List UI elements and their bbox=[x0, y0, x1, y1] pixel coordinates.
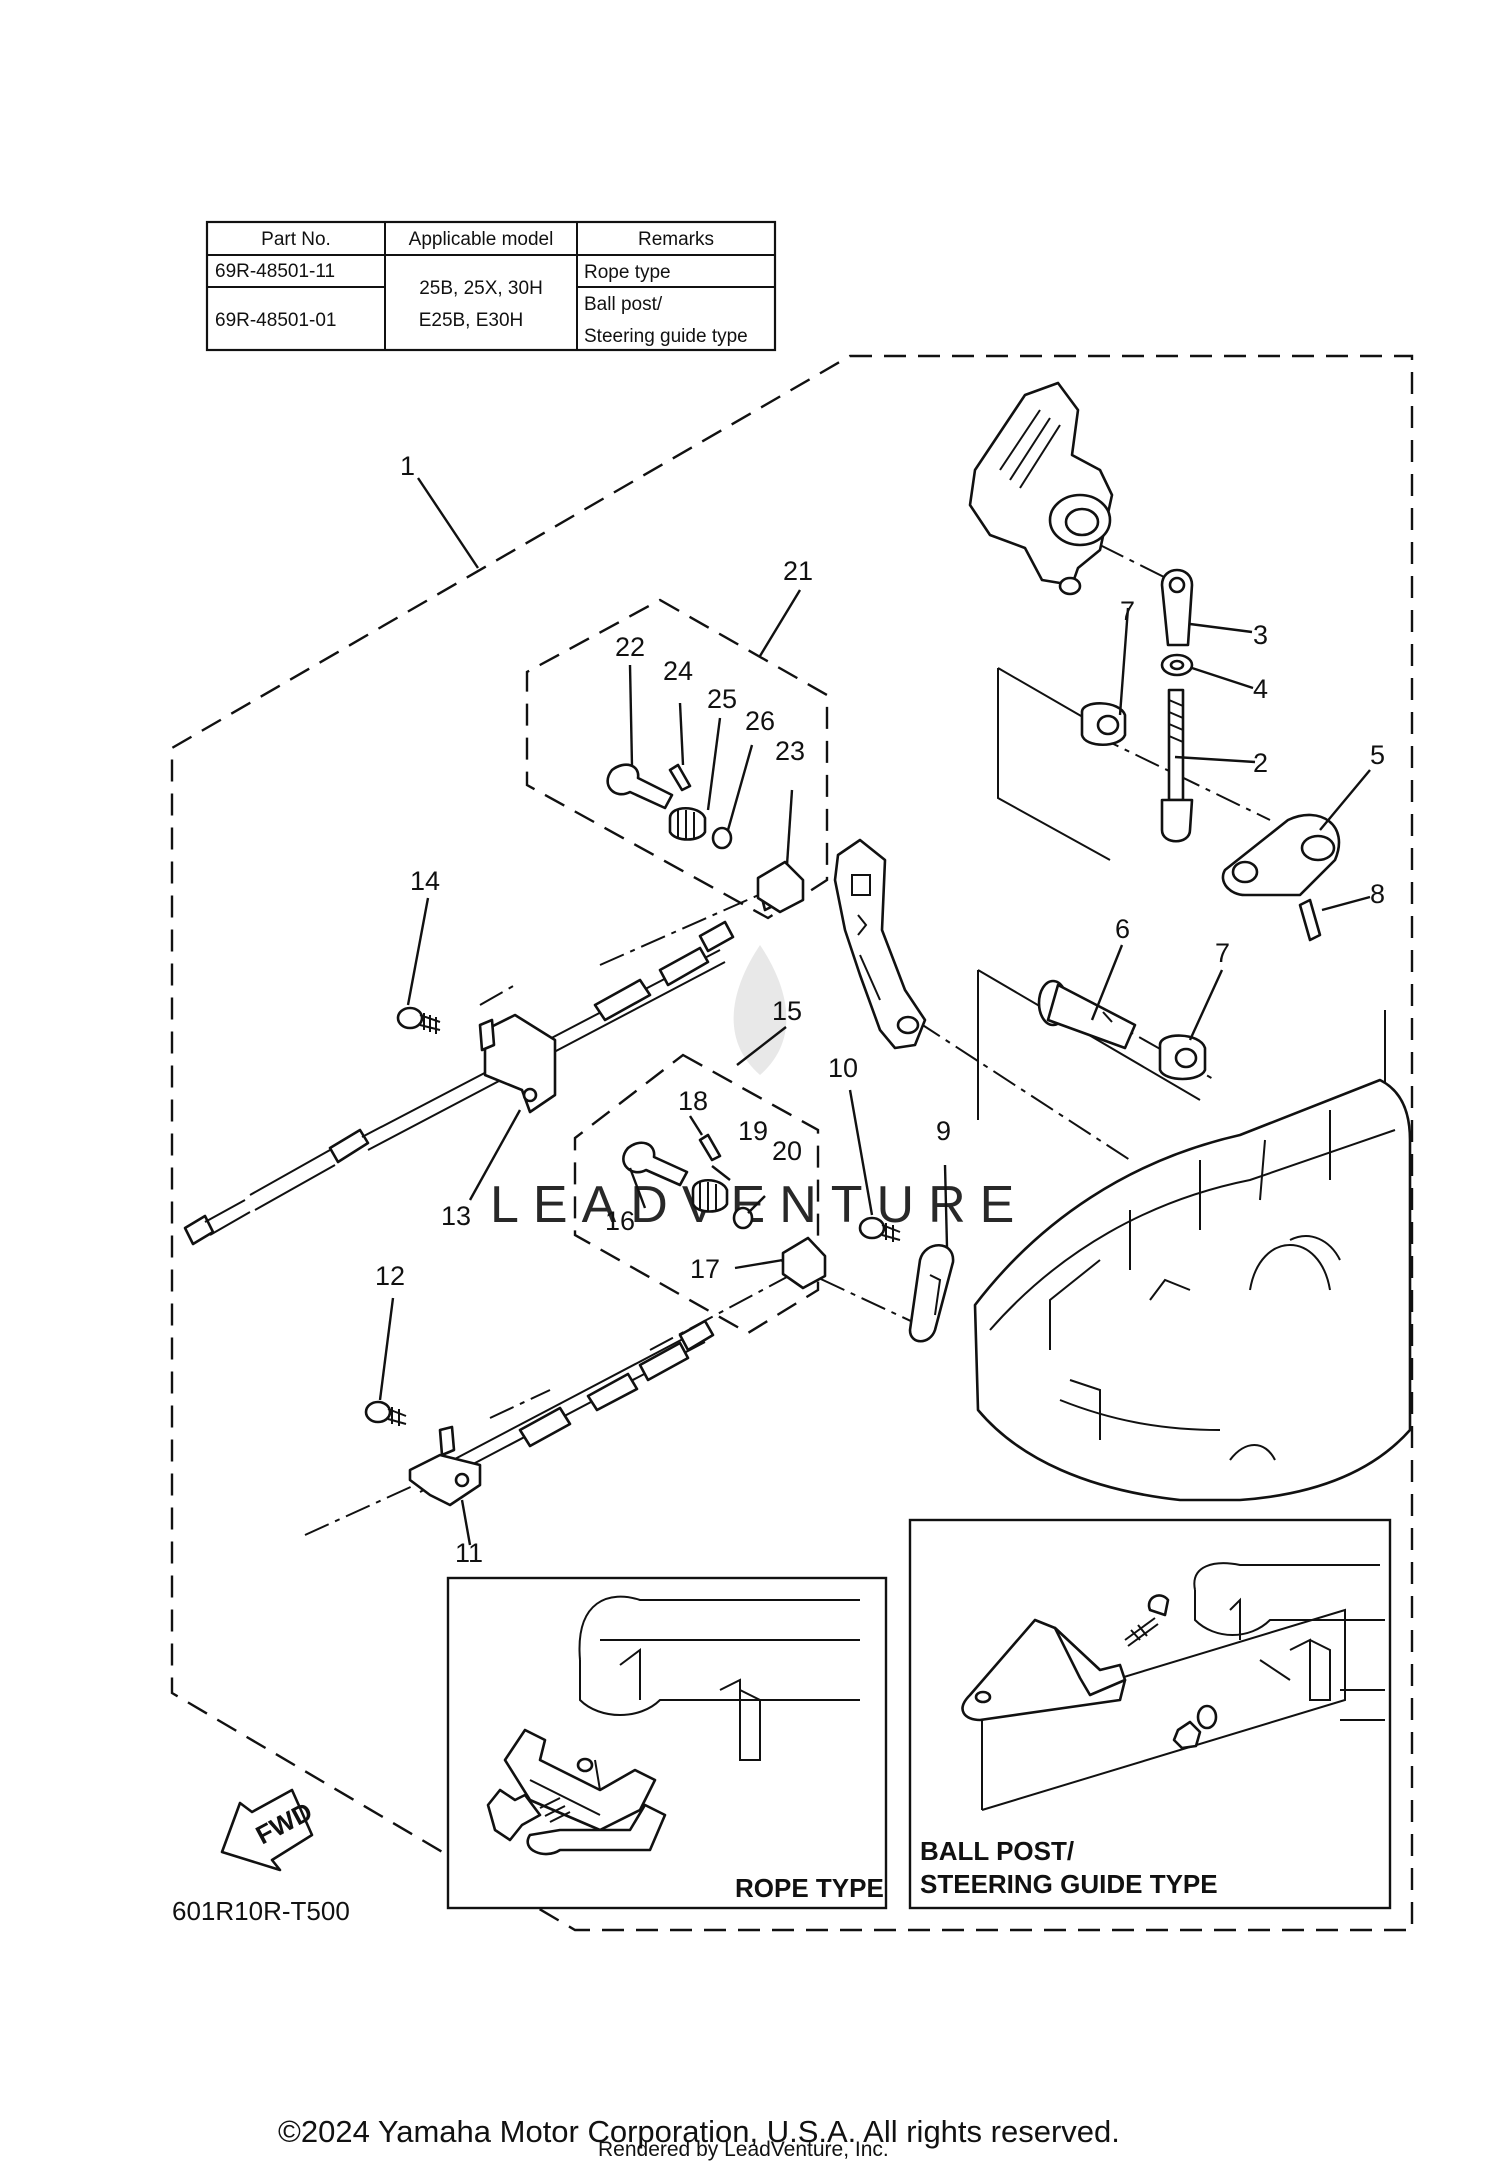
callout-17: 17 bbox=[690, 1254, 720, 1284]
callout-8: 8 bbox=[1370, 879, 1385, 909]
table-cell-part-no-1: 69R-48501-11 bbox=[215, 261, 335, 282]
callout-10: 10 bbox=[828, 1053, 858, 1083]
callout-14: 14 bbox=[410, 866, 440, 896]
callout-21: 21 bbox=[783, 556, 813, 586]
callout-12: 12 bbox=[375, 1261, 405, 1291]
callout-20: 20 bbox=[772, 1136, 802, 1166]
ball-post-label-2: STEERING GUIDE TYPE bbox=[920, 1869, 1218, 1899]
callout-24: 24 bbox=[663, 656, 693, 686]
callout-13: 13 bbox=[441, 1201, 471, 1231]
link-rod-assembly bbox=[1160, 568, 1194, 843]
table-header-applicable-model: Applicable model bbox=[409, 229, 554, 250]
watermark-text: LEADVENTURE bbox=[490, 1176, 1028, 1234]
rendered-by: Rendered by LeadVenture, Inc. bbox=[598, 2138, 889, 2161]
rope-type-inset: ROPE TYPE bbox=[446, 1576, 888, 1910]
rope-type-frame bbox=[446, 1576, 888, 1910]
watermark: LEADVENTURE bbox=[490, 945, 1028, 1234]
callout-7-lower: 7 bbox=[1215, 938, 1230, 968]
callout-23: 23 bbox=[775, 736, 805, 766]
cable-bracket-11 bbox=[408, 1425, 482, 1507]
callout-9: 9 bbox=[936, 1116, 951, 1146]
drawing-code: 601R10R-T500 bbox=[172, 1896, 350, 1926]
shift-cable bbox=[414, 1319, 715, 1493]
group-15-outline bbox=[573, 1053, 820, 1335]
bolt-10 bbox=[858, 1216, 901, 1242]
bottom-cowling bbox=[973, 1078, 1412, 1502]
table-cell-models-2: E25B, E30H bbox=[419, 310, 524, 331]
table-cell-part-no-2: 69R-48501-01 bbox=[215, 310, 336, 331]
callout-2: 2 bbox=[1253, 748, 1268, 778]
shaft-6 bbox=[1037, 979, 1137, 1050]
callout-6: 6 bbox=[1115, 914, 1130, 944]
assembly-outline bbox=[170, 354, 1414, 1932]
ball-post-inset: BALL POST/ STEERING GUIDE TYPE bbox=[908, 1518, 1392, 1910]
bolt-14 bbox=[396, 1006, 441, 1034]
callout-16: 16 bbox=[605, 1206, 635, 1236]
callout-22: 22 bbox=[615, 632, 645, 662]
table-cell-remarks-2b: Steering guide type bbox=[584, 326, 748, 347]
link-9 bbox=[908, 1244, 955, 1343]
bracket-plane-upper bbox=[997, 667, 1111, 861]
bushing-lower bbox=[1158, 1034, 1207, 1081]
pin-8 bbox=[1298, 898, 1322, 942]
rope-type-label: ROPE TYPE bbox=[735, 1873, 884, 1903]
group-15-parts bbox=[622, 1133, 827, 1290]
cable-bracket-13 bbox=[478, 1013, 557, 1114]
callout-15: 15 bbox=[772, 996, 802, 1026]
lever-arm bbox=[1221, 813, 1341, 897]
callout-26: 26 bbox=[745, 706, 775, 736]
copyright-notice: ©2024 Yamaha Motor Corporation, U.S.A. A… bbox=[278, 2114, 1120, 2149]
table-cell-remarks-1: Rope type bbox=[584, 262, 671, 283]
group-21-outline bbox=[525, 598, 829, 920]
table-cell-remarks-2a: Ball post/ bbox=[584, 294, 663, 315]
callout-19: 19 bbox=[738, 1116, 768, 1146]
callout-25: 25 bbox=[707, 684, 737, 714]
callout-7-upper: 7 bbox=[1120, 596, 1135, 626]
bolt-12 bbox=[364, 1400, 407, 1426]
callout-1: 1 bbox=[400, 451, 415, 481]
fwd-arrow: FWD bbox=[220, 1788, 317, 1872]
callout-11: 11 bbox=[455, 1538, 483, 1568]
parts-table: Part No. Applicable model Remarks 69R-48… bbox=[205, 220, 777, 352]
callout-3: 3 bbox=[1253, 620, 1268, 650]
bushing-upper bbox=[1080, 702, 1127, 747]
table-header-remarks: Remarks bbox=[638, 229, 714, 250]
table-cell-models-1: 25B, 25X, 30H bbox=[419, 278, 543, 299]
throttle-lever-bracket bbox=[968, 381, 1114, 596]
callout-18: 18 bbox=[678, 1086, 708, 1116]
tall-lever bbox=[833, 838, 927, 1050]
table-header-part-no: Part No. bbox=[261, 229, 331, 250]
ball-post-label-1: BALL POST/ bbox=[920, 1836, 1074, 1866]
callout-4: 4 bbox=[1253, 674, 1268, 704]
callout-5: 5 bbox=[1370, 740, 1385, 770]
group-21-parts bbox=[606, 763, 805, 914]
